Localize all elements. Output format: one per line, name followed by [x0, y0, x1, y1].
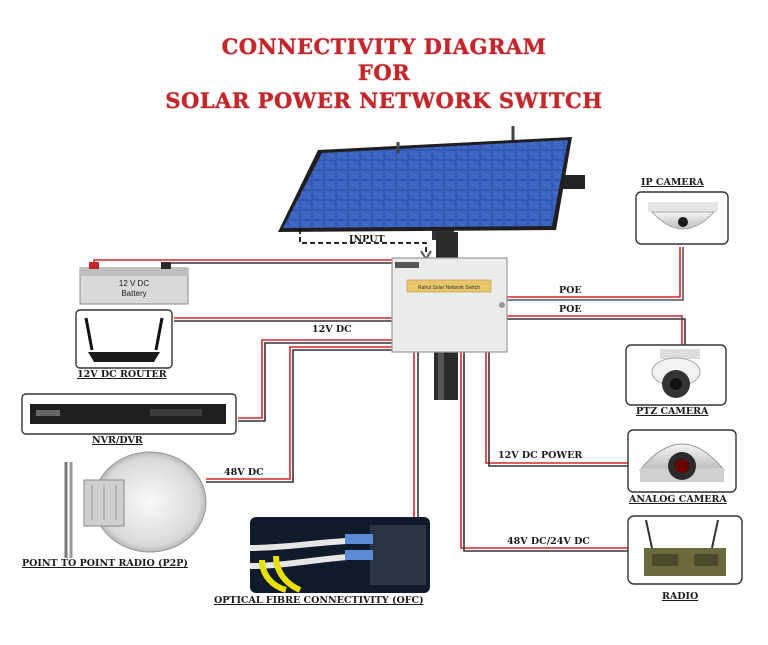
diagram-title-line3: SOLAR POWER NETWORK SWITCH — [165, 88, 603, 113]
ptz-camera-label: PTZ CAMERA — [636, 406, 709, 417]
dc48-label: 48V DC — [224, 467, 264, 478]
ofc-label: OPTICAL FIBRE CONNECTIVITY (OFC) — [214, 595, 424, 606]
diagram-title-line2: FOR — [357, 60, 411, 85]
p2p-radio-image — [64, 451, 207, 558]
ip-camera-image — [635, 191, 729, 245]
radio-image — [627, 515, 743, 585]
solar-panel — [278, 126, 585, 240]
nvr-label: NVR/DVR — [92, 435, 143, 446]
poe-label-ptz-camera: POE — [559, 304, 582, 315]
dc48-24-label: 48V DC/24V DC — [507, 536, 590, 547]
ptz-camera-image — [625, 344, 727, 406]
analog-camera-image — [627, 429, 737, 493]
nvr-image — [21, 393, 237, 435]
battery-text-line2: Battery — [121, 289, 146, 298]
router-label: 12V DC ROUTER — [77, 369, 167, 380]
analog-camera-label: ANALOG CAMERA — [629, 494, 727, 505]
dc12-label: 12V DC — [312, 324, 352, 335]
radio-label: RADIO — [662, 591, 699, 602]
battery-text-line1: 12 V DC — [119, 279, 149, 288]
ofc-image — [249, 517, 430, 593]
input-label: INPUT — [349, 234, 385, 245]
p2p-label: POINT TO POINT RADIO (P2P) — [22, 558, 188, 569]
router-image — [75, 309, 173, 369]
network-switch-box — [391, 257, 508, 353]
ip-camera-label: IP CAMERA — [641, 177, 704, 188]
poe-label-ip-camera: POE — [559, 285, 582, 296]
dc12-power-label: 12V DC POWER — [498, 450, 583, 461]
switch-box-label: Rahul Solar Network Switch — [418, 285, 480, 291]
battery — [79, 262, 189, 305]
diagram-title-line1: CONNECTIVITY DIAGRAM — [221, 34, 547, 59]
